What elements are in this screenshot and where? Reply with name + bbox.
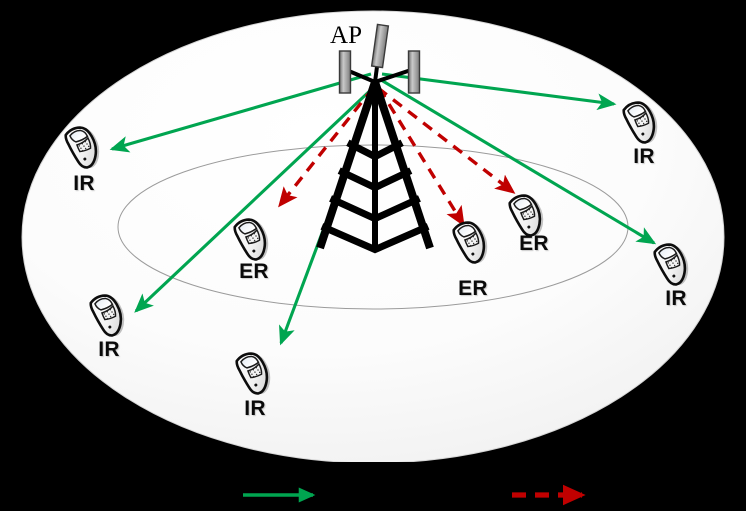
tower-crossbar (329, 195, 421, 223)
device-ir-1 (64, 126, 100, 169)
tower-leg-left (316, 80, 379, 250)
device-label-er-3: ER (519, 232, 549, 255)
signal-link-energy (278, 86, 375, 208)
ap-label: AP (330, 22, 362, 49)
device-label-ir-5: IR (665, 287, 687, 310)
device-ir-4 (622, 101, 658, 144)
device-er-1 (233, 218, 269, 261)
signal-link-information (380, 78, 657, 245)
user-devices (64, 101, 689, 395)
signal-links (109, 72, 657, 346)
tower-crossbar (346, 139, 404, 161)
signal-link-energy (377, 87, 465, 227)
device-ir-5 (653, 243, 689, 286)
legend-bar (0, 462, 746, 511)
signal-link-energy (376, 86, 516, 194)
device-label-ir-4: IR (633, 145, 655, 168)
tower-leg-right (371, 80, 434, 250)
device-label-er-1: ER (239, 260, 269, 283)
device-label-er-2: ER (458, 277, 488, 300)
signal-link-information (381, 72, 617, 111)
antenna-panel (370, 23, 390, 69)
tower-crossbar (320, 223, 430, 254)
device-label-ir-3: IR (244, 397, 266, 420)
device-er-3 (508, 194, 544, 237)
tower-crossbar (337, 167, 413, 192)
antenna-panel (338, 50, 352, 94)
antenna-panel (407, 50, 421, 94)
legend-background (0, 462, 746, 511)
ap-tower (316, 23, 434, 254)
device-label-ir-2: IR (98, 338, 120, 361)
signal-link-information (109, 72, 372, 153)
device-er-2 (452, 221, 488, 264)
antenna-arm (374, 67, 415, 84)
signal-link-information (134, 84, 377, 313)
device-label-ir-1: IR (73, 172, 95, 195)
device-ir-3 (235, 352, 271, 395)
device-ir-2 (89, 294, 125, 337)
